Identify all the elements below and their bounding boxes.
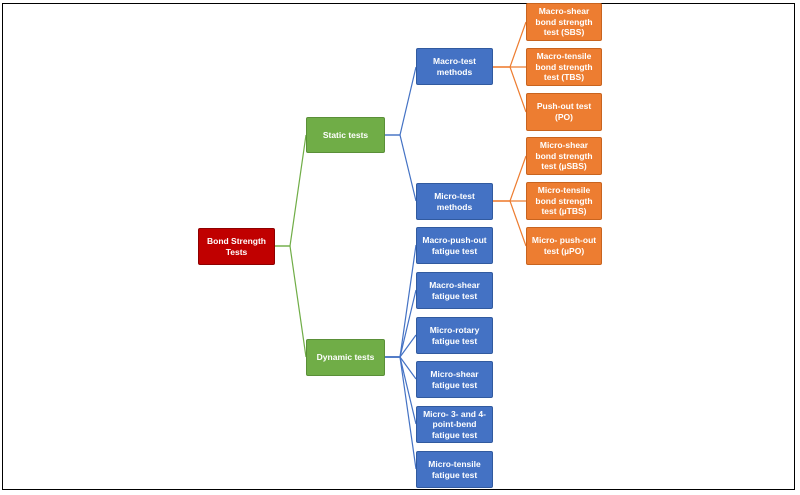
link-dynamic-1 xyxy=(385,244,417,358)
node-dynamic-test-1: Macro-push-out fatigue test xyxy=(416,227,493,264)
link-static-micro xyxy=(385,134,417,202)
node-push-out: Push-out test (PO) xyxy=(526,93,602,131)
link-macro-po xyxy=(493,66,527,113)
link-static-macro xyxy=(385,66,417,136)
node-micro-push-out: Micro- push-out test (µPO) xyxy=(526,227,602,265)
link-dynamic-6 xyxy=(385,356,417,470)
node-dynamic-test-3: Micro-rotary fatigue test xyxy=(416,317,493,354)
link-micro-sbs xyxy=(493,155,527,202)
link-micro-po xyxy=(493,200,527,247)
node-dynamic-test-4: Micro-shear fatigue test xyxy=(416,361,493,398)
node-dynamic-tests: Dynamic tests xyxy=(306,339,385,376)
node-dynamic-test-6: Micro-tensile fatigue test xyxy=(416,451,493,488)
diagram-frame xyxy=(2,3,795,490)
node-static-tests: Static tests xyxy=(306,117,385,153)
link-macro-sbs xyxy=(493,21,527,68)
link-root-dynamic xyxy=(275,245,307,358)
link-root-static xyxy=(275,134,307,247)
link-dynamic-2 xyxy=(385,289,417,358)
node-root: Bond Strength Tests xyxy=(198,228,275,265)
node-micro-sbs: Micro-shear bond strength test (µSBS) xyxy=(526,137,602,175)
node-micro-tbs: Micro-tensile bond strength test (µTBS) xyxy=(526,182,602,220)
node-dynamic-test-5: Micro- 3- and 4-point-bend fatigue test xyxy=(416,406,493,443)
node-dynamic-test-2: Macro-shear fatigue test xyxy=(416,272,493,309)
node-macro-sbs: Macro-shear bond strength test (SBS) xyxy=(526,3,602,41)
node-macro-tbs: Macro-tensile bond strength test (TBS) xyxy=(526,48,602,86)
link-dynamic-5 xyxy=(385,356,417,425)
node-micro-test-methods: Micro-test methods xyxy=(416,183,493,220)
node-macro-test-methods: Macro-test methods xyxy=(416,48,493,85)
